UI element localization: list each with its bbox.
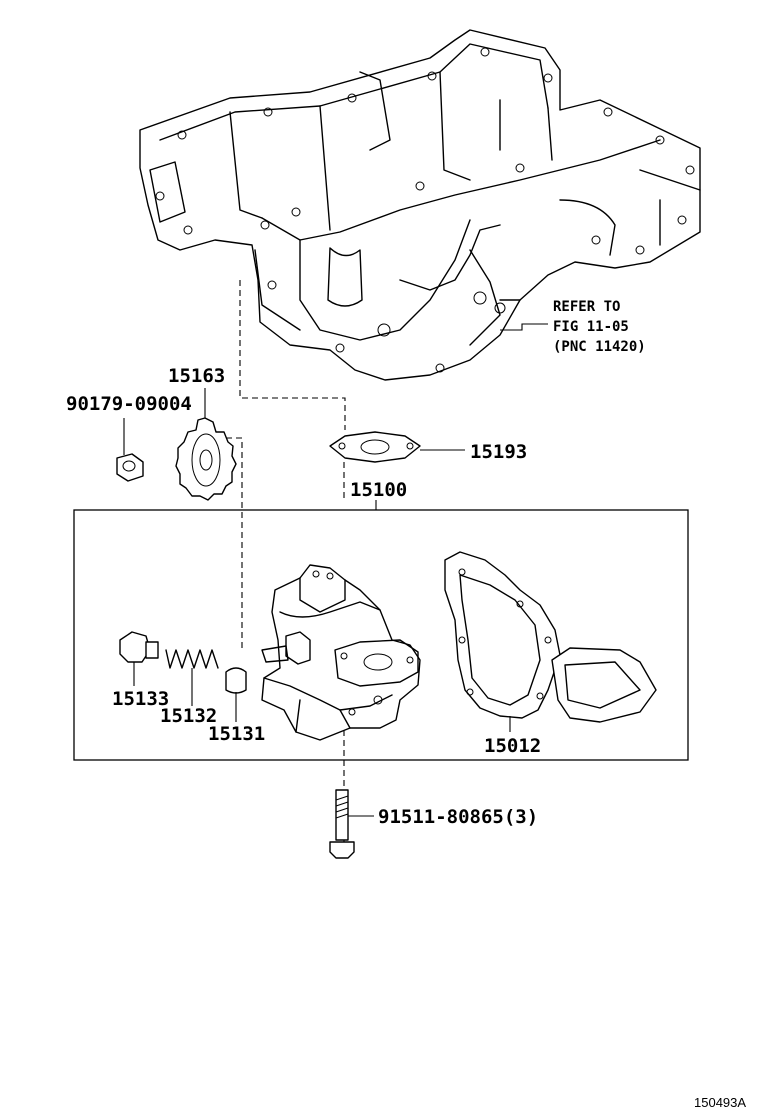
plug-part — [119, 631, 159, 686]
callout-15012: 15012 — [484, 735, 541, 757]
refer-note-line3: (PNC 11420) — [553, 339, 646, 355]
oil-pan-housing — [139, 29, 701, 381]
spring-part — [165, 649, 219, 706]
gasket-part — [329, 431, 465, 463]
callout-91511-80865: 91511-80865(3) — [378, 806, 538, 828]
callout-90179-09004: 90179-09004 — [66, 393, 192, 415]
valve-part — [225, 667, 247, 722]
refer-note-line2: FIG 11-05 — [553, 319, 629, 335]
bolt-part — [329, 789, 374, 859]
oil-pump-assembly-box — [73, 509, 689, 761]
refer-note-line1: REFER TO — [553, 299, 620, 315]
callout-15131: 15131 — [208, 723, 265, 745]
alignment-line-gasket — [239, 280, 346, 430]
sprocket-part — [175, 388, 237, 501]
oil-pump-body — [261, 564, 421, 741]
illustration-number: 150493A — [694, 1095, 746, 1110]
callout-15133: 15133 — [112, 688, 169, 710]
callout-15163: 15163 — [168, 365, 225, 387]
pump-cover-part — [444, 551, 657, 732]
nut-part — [116, 418, 144, 482]
housing-bolt-holes — [155, 47, 695, 373]
refer-leader-line — [500, 323, 548, 331]
callout-15132: 15132 — [160, 705, 217, 727]
callout-15193: 15193 — [470, 441, 527, 463]
callout-15100: 15100 — [350, 479, 407, 501]
alignment-line-sprocket — [226, 437, 243, 650]
